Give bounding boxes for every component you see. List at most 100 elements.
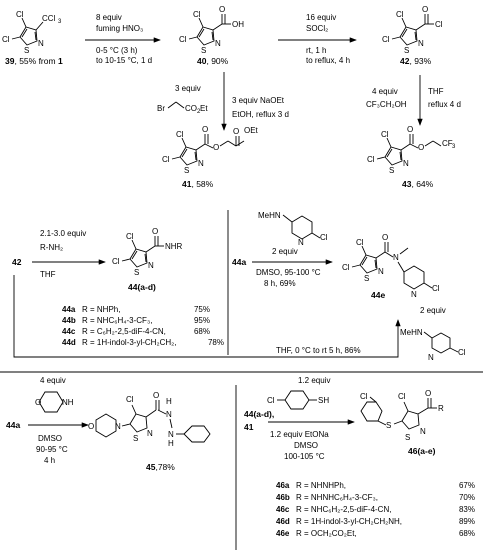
svg-text:78%: 78% (208, 338, 224, 347)
table-46: 46a R = NHNHPh, 67% 46b R = NHNHC₆H₄-3-C… (276, 481, 475, 538)
compound-45: O N S N Cl O H N N H 45,78% (88, 391, 211, 472)
svg-text:R = NHNHPh,: R = NHNHPh, (296, 481, 346, 490)
svg-text:89%: 89% (459, 517, 475, 526)
compound-40: O OH 40, 90% (178, 5, 244, 66)
svg-text:70%: 70% (459, 493, 475, 502)
compound-46a-e: Cl S S N Cl O R 46(a-e) (360, 389, 444, 456)
svg-text:0-5 °C (3 h): 0-5 °C (3 h) (96, 46, 138, 55)
svg-text:DMSO: DMSO (294, 441, 318, 450)
svg-text:2: 2 (197, 109, 201, 115)
svg-text:R = NHC₆H₂-2,5-diF-4-CN,: R = NHC₆H₂-2,5-diF-4-CN, (296, 505, 391, 514)
compound-41: O O O OEt 41, 58% (161, 125, 259, 189)
svg-text:SH: SH (318, 396, 329, 405)
svg-text:100-105 °C: 100-105 °C (284, 452, 325, 461)
svg-text:44a: 44a (62, 305, 76, 314)
svg-text:4 equiv: 4 equiv (372, 87, 398, 96)
svg-text:fuming HNO₃: fuming HNO₃ (96, 24, 143, 33)
svg-text:43, 64%: 43, 64% (402, 179, 434, 189)
svg-text:46(a-e): 46(a-e) (408, 446, 436, 456)
svg-text:CO: CO (185, 104, 197, 113)
conditions-r5: 2.1-3.0 equiv R-NH₂ THF (40, 229, 86, 279)
svg-text:8 h, 69%: 8 h, 69% (264, 279, 296, 288)
svg-text:CF₃CH₂OH: CF₃CH₂OH (366, 100, 407, 109)
svg-text:3 equiv: 3 equiv (175, 84, 201, 93)
svg-text:O: O (35, 398, 41, 407)
svg-text:EtOH, reflux 3 d: EtOH, reflux 3 d (232, 110, 289, 119)
svg-text:R-NH₂: R-NH₂ (40, 243, 63, 252)
svg-text:3: 3 (452, 144, 456, 150)
svg-text:O: O (153, 391, 159, 400)
svg-text:1.2 equiv EtONa: 1.2 equiv EtONa (270, 430, 329, 439)
table-row: 44d R = 1H-indol-3-yl-CH₂CH₂, 78% (62, 338, 224, 347)
svg-text:68%: 68% (194, 327, 210, 336)
svg-text:Cl: Cl (320, 233, 328, 242)
svg-text:R = NHPh,: R = NHPh, (82, 305, 120, 314)
svg-text:Cl: Cl (458, 348, 466, 357)
svg-text:Br: Br (157, 104, 165, 113)
svg-text:39, 55% from 1: 39, 55% from 1 (5, 56, 63, 66)
svg-text:46d: 46d (276, 517, 290, 526)
svg-text:THF: THF (40, 270, 56, 279)
svg-text:46e: 46e (276, 529, 290, 538)
svg-text:O: O (418, 143, 424, 152)
svg-text:O: O (382, 233, 388, 242)
table-row: 46a R = NHNHPh, 67% (276, 481, 475, 490)
svg-text:N: N (393, 253, 399, 262)
amine-reagent: MeHN N Cl (258, 211, 328, 247)
svg-text:46a: 46a (276, 481, 290, 490)
svg-text:DMSO, 95-100 °C: DMSO, 95-100 °C (256, 268, 321, 277)
svg-text:N: N (298, 238, 304, 247)
svg-text:Cl: Cl (360, 392, 368, 401)
table-row: 46d R = 1H-indol-3-yl-CH₂CH₂NH, 89% (276, 517, 475, 526)
svg-text:R = OCH₂CO₂Et,: R = OCH₂CO₂Et, (296, 529, 357, 538)
svg-text:N: N (420, 427, 426, 436)
svg-text:2 equiv: 2 equiv (420, 306, 446, 315)
svg-text:2 equiv: 2 equiv (272, 247, 298, 256)
svg-text:O: O (88, 422, 94, 431)
svg-text:44e: 44e (371, 290, 385, 300)
c39-num: 39 (5, 56, 15, 66)
svg-text:83%: 83% (459, 505, 475, 514)
svg-text:68%: 68% (459, 529, 475, 538)
svg-text:N: N (411, 290, 417, 299)
svg-text:S: S (386, 421, 391, 430)
svg-text:SOCl₂: SOCl₂ (306, 24, 328, 33)
svg-text:O: O (202, 125, 208, 134)
svg-text:MeHN: MeHN (400, 328, 423, 337)
svg-text:44(a-d),: 44(a-d), (244, 409, 274, 419)
svg-text:O: O (422, 5, 428, 14)
arrow-r7 (13, 275, 401, 358)
svg-text:O: O (219, 5, 225, 14)
svg-text:OH: OH (232, 20, 244, 29)
svg-text:75%: 75% (194, 305, 210, 314)
svg-text:R = NHNHC₆H₄-3-CF₃,: R = NHNHC₆H₄-3-CF₃, (296, 493, 378, 502)
svg-text:R = C₆H₂-2,5-diF-4-CN,: R = C₆H₂-2,5-diF-4-CN, (82, 327, 166, 336)
svg-text:O: O (152, 227, 158, 236)
svg-text:8 equiv: 8 equiv (96, 13, 122, 22)
svg-text:42, 93%: 42, 93% (400, 56, 432, 66)
svg-text:O: O (407, 125, 413, 134)
conditions-r9: 1.2 equiv Cl SH 1.2 equiv EtONa DMSO 100… (267, 376, 330, 461)
table-row: 46e R = OCH₂CO₂Et, 68% (276, 529, 475, 538)
svg-text:reflux 4 d: reflux 4 d (428, 100, 461, 109)
svg-text:Et: Et (200, 104, 208, 113)
svg-text:4 h: 4 h (44, 456, 55, 465)
svg-text:H: H (166, 397, 172, 406)
svg-text:16 equiv: 16 equiv (306, 13, 336, 22)
svg-text:O: O (213, 143, 219, 152)
svg-text:Cl: Cl (398, 392, 406, 401)
table-row: 46c R = NHC₆H₂-2,5-diF-4-CN, 83% (276, 505, 475, 514)
svg-text:45,78%: 45,78% (146, 462, 175, 472)
compound-44a-d: O NHR 44(a-d) (111, 227, 183, 292)
svg-text:95%: 95% (194, 316, 210, 325)
svg-text:R = NHC₆H₄-3-CF₃,: R = NHC₆H₄-3-CF₃, (82, 316, 152, 325)
svg-text:NHR: NHR (165, 242, 183, 251)
conditions-r4: 4 equiv CF₃CH₂OH THF reflux 4 d (366, 87, 461, 109)
svg-text:S: S (405, 433, 410, 442)
svg-text:44(a-d): 44(a-d) (128, 282, 156, 292)
table-row: 44b R = NHC₆H₄-3-CF₃, 95% (62, 316, 210, 325)
conditions-r1: 8 equiv fuming HNO₃ 0-5 °C (3 h) to 10-1… (96, 13, 152, 65)
svg-text:DMSO: DMSO (38, 434, 62, 443)
svg-text:46b: 46b (276, 493, 290, 502)
